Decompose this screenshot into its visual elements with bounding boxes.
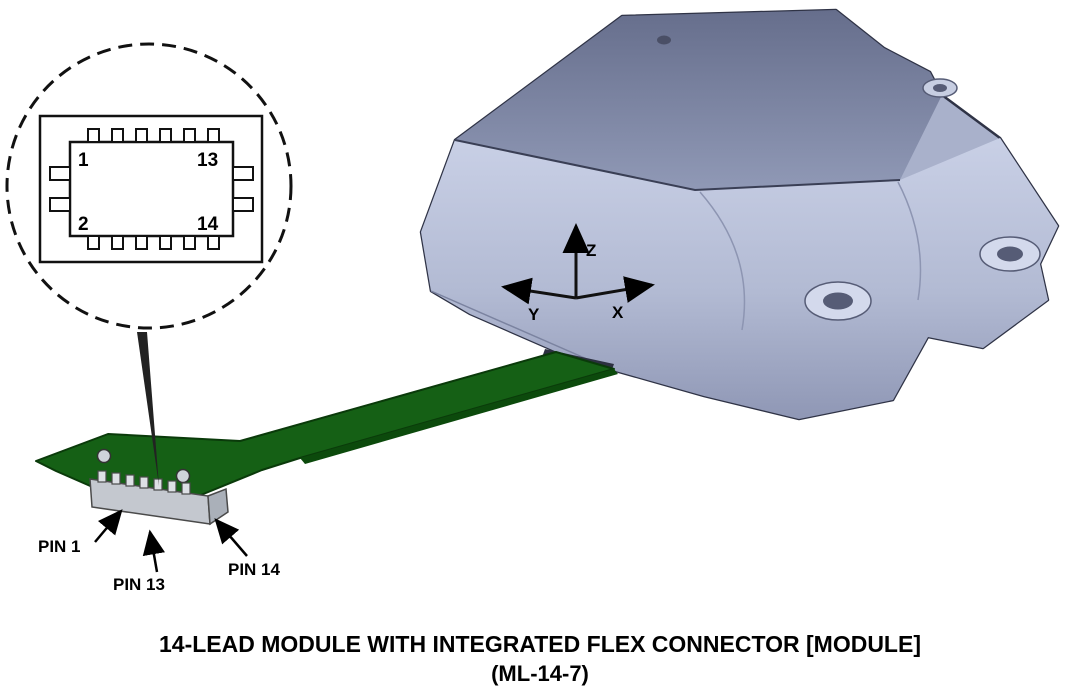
axes-triad xyxy=(501,223,655,305)
module-top-face xyxy=(455,10,942,190)
module-front-face xyxy=(421,138,1058,419)
module-contour-1 xyxy=(699,191,746,331)
flex-hole-right xyxy=(175,468,191,484)
connector-end-cap xyxy=(207,487,229,526)
flex-cable xyxy=(35,351,618,498)
module-top-hole xyxy=(657,35,671,45)
z-axis-label: Z xyxy=(586,241,596,260)
mount-hole-right xyxy=(997,246,1023,262)
flex-connector xyxy=(89,470,229,526)
module-3d-view xyxy=(419,8,1060,421)
caption-title: 14-LEAD MODULE WITH INTEGRATED FLEX CONN… xyxy=(159,631,921,657)
detail-top-pins xyxy=(87,128,220,143)
pin13-label: PIN 13 xyxy=(113,575,165,594)
connector-pins xyxy=(97,470,191,495)
pin-callout-arrows xyxy=(94,509,248,573)
detail-leader-line xyxy=(137,332,159,486)
detail-pin-13: 13 xyxy=(197,150,218,171)
module-top-edge xyxy=(454,139,901,192)
connector-detail-view: 1 13 2 14 xyxy=(5,42,293,330)
x-axis-arrow xyxy=(575,276,655,303)
y-axis-label: Y xyxy=(528,305,540,324)
caption-part-number: (ML-14-7) xyxy=(491,661,589,686)
pin14-label: PIN 14 xyxy=(228,560,281,579)
pin1-arrow xyxy=(94,509,123,543)
x-axis-label: X xyxy=(612,303,624,322)
detail-pin-14: 14 xyxy=(197,214,219,235)
y-axis-arrow xyxy=(501,277,577,305)
detail-side-tabs xyxy=(49,166,254,212)
mount-hole-lower xyxy=(823,292,853,310)
detail-bottom-pins xyxy=(87,235,220,250)
pin13-arrow xyxy=(142,529,165,573)
pin1-label: PIN 1 xyxy=(38,537,81,556)
pin14-arrow xyxy=(214,518,248,557)
detail-connector-body xyxy=(68,140,235,238)
flex-cable-edge xyxy=(300,369,618,464)
module-contour-2 xyxy=(897,181,922,301)
detail-pin-1: 1 xyxy=(78,150,89,171)
module-lobe-hole xyxy=(933,84,947,92)
detail-pin-2: 2 xyxy=(78,214,89,235)
flex-hole-left xyxy=(96,448,112,464)
flex-cable-body xyxy=(35,351,615,498)
